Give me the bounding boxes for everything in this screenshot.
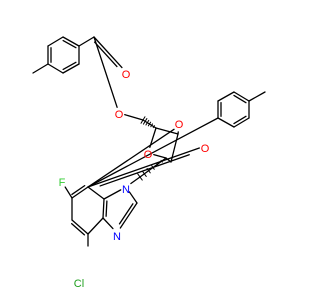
structure-diagram: O O O O O N N F Cl — [0, 0, 300, 300]
bond-c2b-n3 — [120, 203, 137, 228]
bond-o1-ch2 — [125, 115, 143, 120]
bond-me1-t1a — [33, 64, 48, 73]
bond-t1b-t1c — [48, 37, 63, 46]
bond-t2f-t2a — [218, 118, 234, 127]
atom-o-ester2-carbonyl: O — [201, 143, 210, 155]
bond-double-c1-o1c — [95, 42, 117, 66]
bond-c1s-n1 — [131, 177, 140, 184]
bond-c4b-c3a — [88, 218, 103, 234]
bond-c4-o4 — [154, 155, 166, 158]
atom-o-ester1-carbonyl: O — [122, 69, 131, 81]
bond-c7-t2a — [88, 118, 218, 187]
bond-c6-f — [65, 187, 72, 198]
atom-chlorine: Cl — [74, 278, 84, 290]
atom-n-imidazole-3: N — [113, 231, 121, 243]
bond-c7a-c7 — [88, 187, 104, 199]
bond-double-t1c-t1d — [63, 41, 76, 48]
atom-o-ring: O — [144, 149, 153, 161]
atom-labels: O O O O O N N F Cl — [59, 69, 210, 290]
bond-double-t2e-t2f — [234, 116, 246, 123]
bond-t2d-me2 — [249, 92, 265, 101]
bond-t1d-c1 — [79, 37, 94, 46]
bonds — [33, 37, 265, 246]
stereo-hash-c4-c1s — [138, 174, 142, 180]
atom-o-ester2-link: O — [175, 119, 184, 131]
bond-double-c3a-c7a — [106, 201, 107, 216]
bond-t2b-t2c — [218, 92, 234, 101]
bond-double-t1e-t1f — [63, 62, 76, 69]
bond-double-c2b-n3 — [119, 204, 132, 224]
bond-c3a-c7a — [103, 199, 104, 218]
bond-n1-c2b — [129, 192, 137, 203]
bond-c5b-c4b — [72, 220, 88, 234]
molecule-drawing: O O O O O N N F Cl — [0, 0, 300, 300]
bond-c7a-n1 — [104, 190, 121, 199]
bond-double-t2c-t2d — [234, 95, 246, 102]
bond-c1-o1c — [94, 37, 122, 68]
bond-n3-c3a — [103, 218, 113, 229]
bond-c1-o1 — [94, 37, 117, 107]
atom-n-imidazole-1: N — [122, 184, 130, 196]
bond-o2-c7 — [88, 129, 174, 187]
bond-t1f-t1a — [48, 64, 63, 73]
atom-o-ester1-link: O — [115, 109, 124, 121]
stereo-hash-c4-c1s — [142, 171, 146, 176]
atom-fluorine: F — [59, 177, 66, 189]
